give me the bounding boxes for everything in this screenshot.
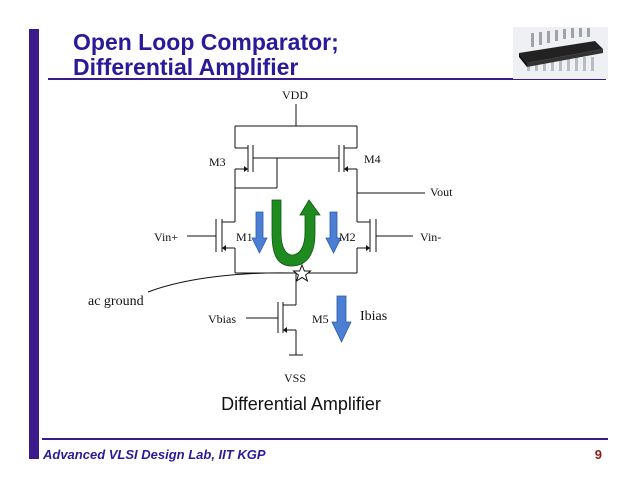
title-underline [48,78,606,80]
m3-label: M3 [209,155,226,169]
m5-label: M5 [312,312,329,326]
ibias-label: Ibias [360,309,387,324]
m1-label: M1 [236,230,253,244]
transistor-m2 [356,210,413,273]
ac-ground-star-icon [292,263,312,283]
signal-loop-arrow [271,199,321,267]
vin-plus-label: Vin+ [154,230,178,244]
footer-rule [42,438,608,440]
title-line-2: Differential Amplifier [73,54,299,80]
ac-ground-label: ac ground [88,294,144,309]
vss-label: VSS [284,371,306,385]
transistor-m5 [246,302,297,355]
m2-label: M2 [339,230,356,244]
footer-lab-name: Advanced VLSI Design Lab, IIT KGP [43,447,266,462]
page-number: 9 [594,447,602,462]
vin-minus-label: Vin- [420,230,441,244]
slide-title: Open Loop Comparator; Differential Ampli… [73,30,339,80]
transistor-m1 [187,210,236,273]
m1-current-arrow [251,211,268,254]
diagram-caption: Differential Amplifier [221,394,381,414]
m2-current-arrow [325,211,342,254]
m4-label: M4 [364,152,381,166]
vout-label: Vout [430,185,453,199]
vbias-label: Vbias [208,312,236,326]
vdd-label: VDD [282,88,308,102]
ic-chip-icon [513,27,608,79]
transistor-m4 [338,145,358,210]
slide-sidebar-bar [29,29,39,459]
ac-ground-leader [147,272,294,293]
transistor-m3 [234,145,254,210]
ibias-arrow [331,295,352,343]
title-line-1: Open Loop Comparator; [73,29,339,55]
